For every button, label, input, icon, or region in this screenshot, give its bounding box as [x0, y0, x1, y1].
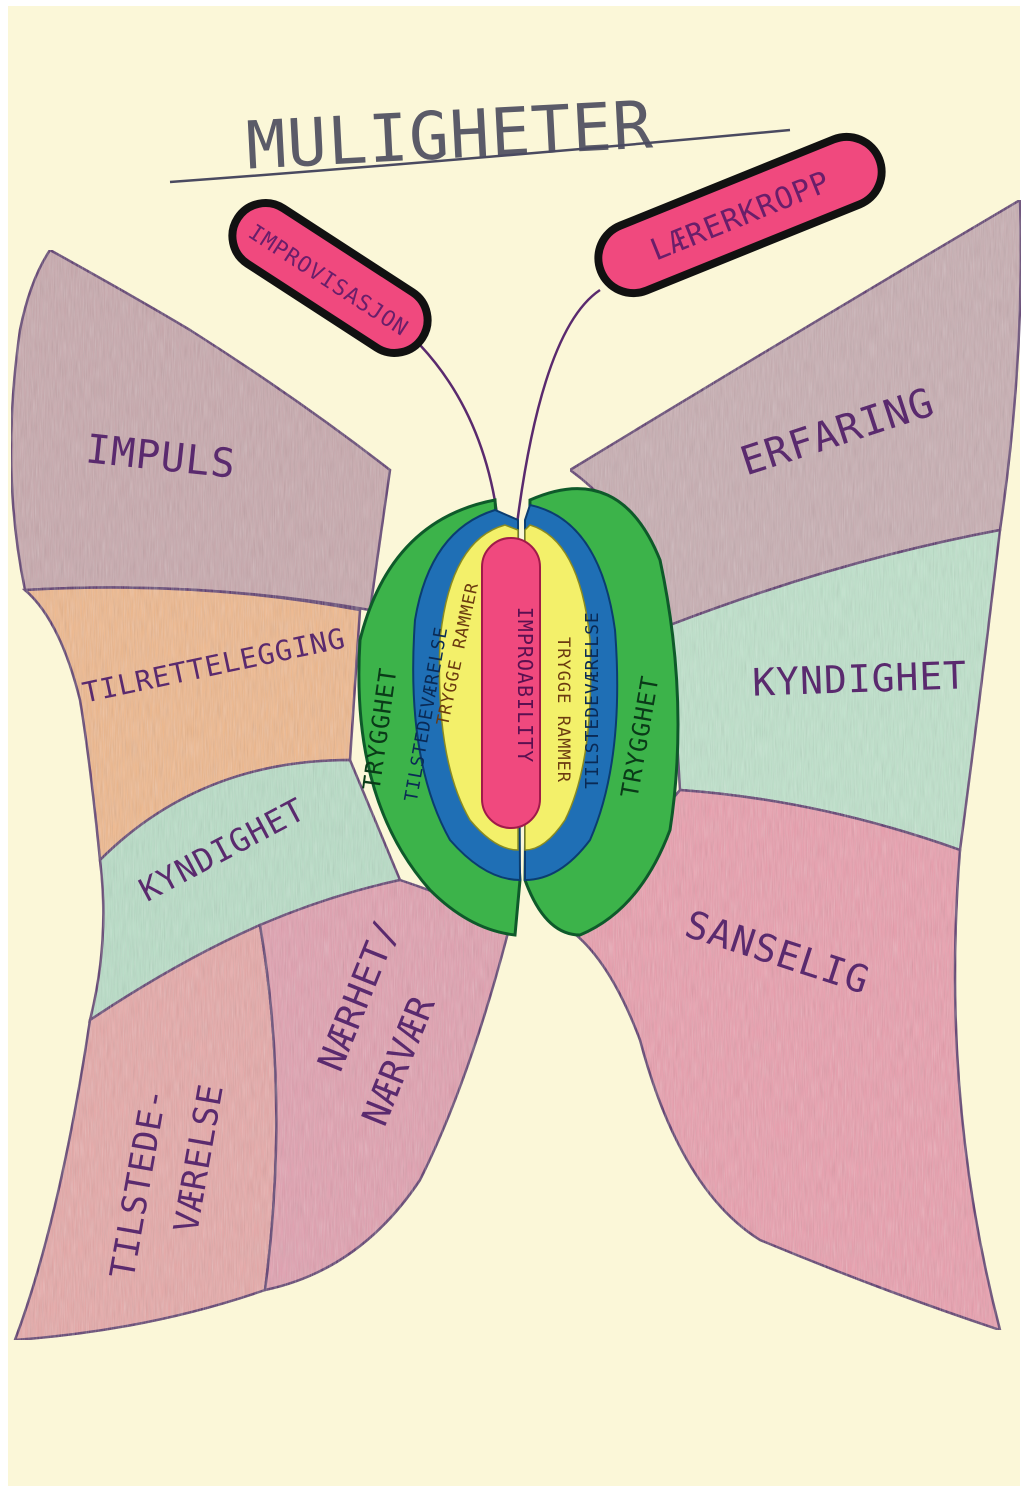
body-center-label: IMPROABILITY [513, 607, 537, 764]
body-mid-right-label: TILSTEDEVÆRELSE [582, 611, 603, 789]
body-inner-right-label: TRYGGE RAMMER [553, 637, 573, 783]
right-wing-label-kyndighet: KYNDIGHET [752, 653, 968, 704]
